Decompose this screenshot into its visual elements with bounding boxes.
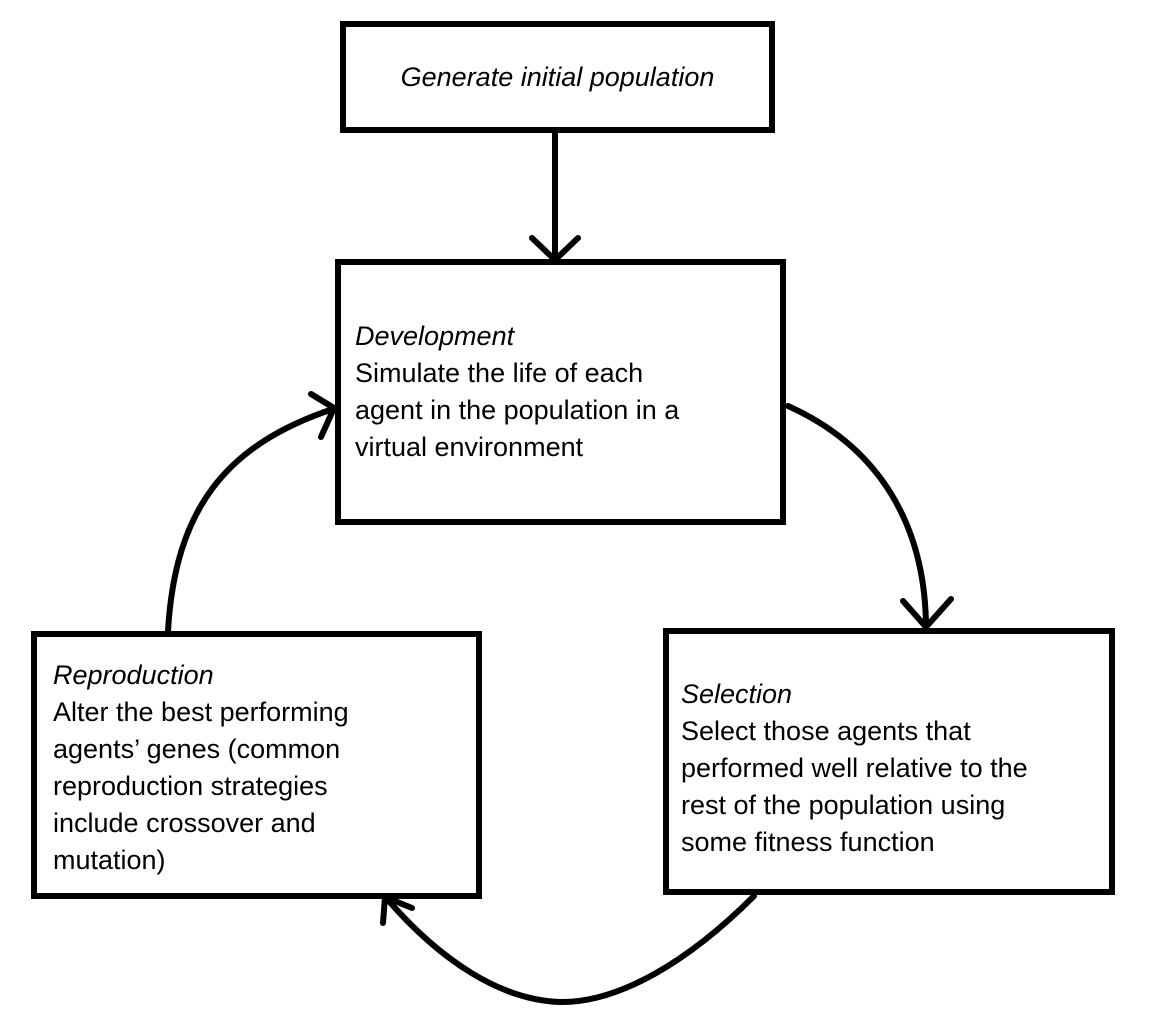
node-selection-line: some fitness function: [681, 827, 935, 857]
node-reproduction-line: Alter the best performing: [53, 697, 349, 727]
arrowhead-development-to-selection: [900, 596, 954, 630]
node-selection-line: performed well relative to the: [681, 753, 1028, 783]
node-development-title: Development: [355, 321, 515, 351]
node-selection-line: Select those agents that: [681, 716, 971, 746]
node-selection-title: Selection: [681, 679, 793, 709]
node-development: Development Simulate the life of each ag…: [335, 259, 786, 525]
arrow-development-to-selection: [785, 403, 929, 629]
node-generate-initial-population: Generate initial population: [340, 21, 775, 133]
node-reproduction: Reproduction Alter the best performing a…: [31, 631, 482, 899]
arrowhead-reproduction-to-development: [308, 391, 337, 440]
node-reproduction-line: agents’ genes (common: [53, 734, 341, 764]
node-development-line: agent in the population in a: [355, 395, 680, 425]
node-reproduction-line: reproduction strategies: [53, 771, 328, 801]
arrow-selection-to-reproduction: [384, 893, 757, 1006]
node-init-title: Generate initial population: [400, 61, 715, 92]
node-reproduction-title: Reproduction: [53, 660, 214, 690]
arrow-reproduction-to-development: [165, 406, 336, 634]
node-reproduction-line: mutation): [53, 845, 166, 875]
node-reproduction-line: include crossover and: [53, 808, 316, 838]
node-selection-line: rest of the population using: [681, 790, 1006, 820]
node-development-line: virtual environment: [355, 432, 584, 462]
node-development-line: Simulate the life of each: [355, 358, 644, 388]
node-selection: Selection Select those agents that perfo…: [663, 628, 1115, 895]
